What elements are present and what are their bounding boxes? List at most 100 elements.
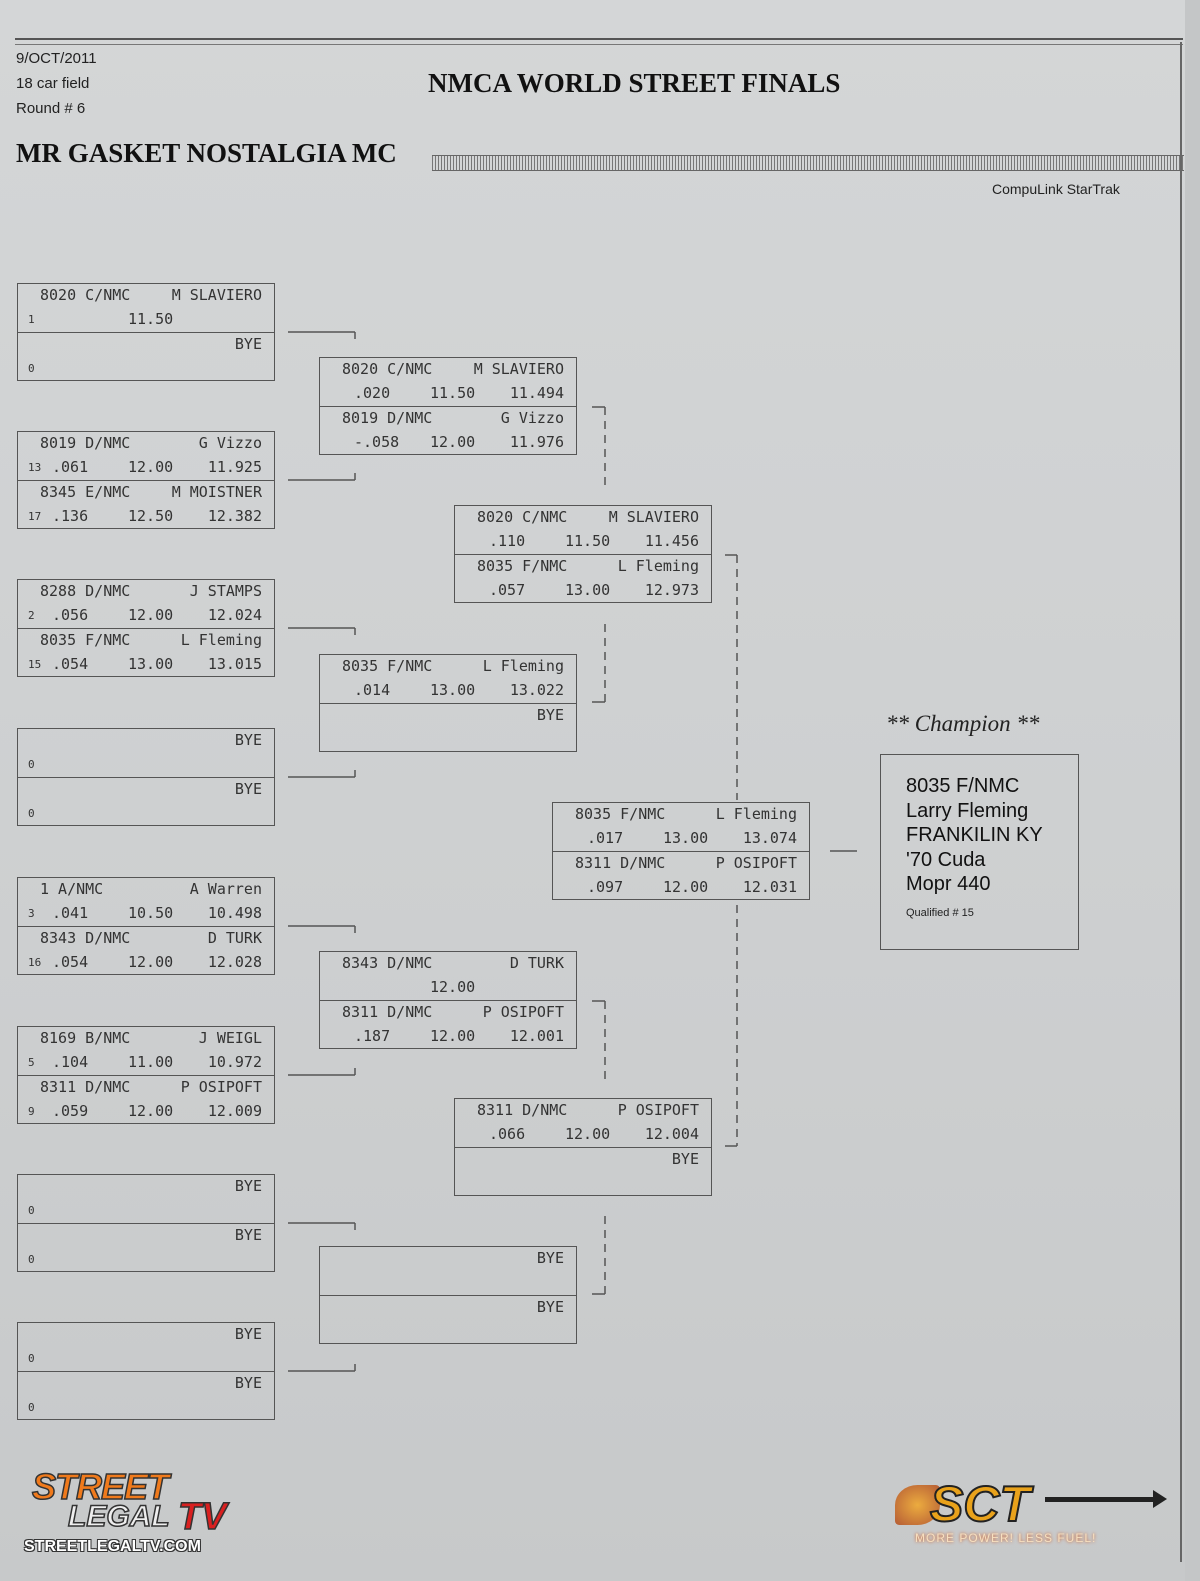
racer-et: 12.004 xyxy=(644,1125,699,1143)
logo-tv: TV xyxy=(177,1495,227,1539)
racer-rt: .041 xyxy=(52,904,89,922)
racer-car: 8343 D/NMC xyxy=(40,929,131,947)
racer-et: 12.382 xyxy=(207,507,262,525)
racer-car: 8035 F/NMC xyxy=(575,805,666,823)
right-rule xyxy=(1180,42,1182,1562)
racer-dial: 11.50 xyxy=(565,532,611,550)
racer-dial: 12.00 xyxy=(128,606,174,624)
racer-car: 1 A/NMC xyxy=(40,880,104,898)
racer-rt: .097 xyxy=(587,878,624,896)
racer-car: 8020 C/NMC xyxy=(477,508,568,526)
racer-seed: 2 xyxy=(28,609,35,622)
racer-dial: 10.50 xyxy=(128,904,174,922)
racer-et: 13.015 xyxy=(207,655,262,673)
racer-dial: 12.00 xyxy=(430,1027,476,1045)
racer-seed: 0 xyxy=(28,758,35,771)
racer-rt: .187 xyxy=(354,1027,391,1045)
champion-label: ** Champion ** xyxy=(886,711,1040,736)
event-date: 9/OCT/2011 xyxy=(16,50,97,67)
racer-rt: .017 xyxy=(587,829,624,847)
racer-car: 8345 E/NMC xyxy=(40,483,131,501)
racer-dial: 12.00 xyxy=(430,978,476,996)
racer-dial: 12.00 xyxy=(128,953,174,971)
racer-et: 12.973 xyxy=(644,581,699,599)
champion-qualified: Qualified # 15 xyxy=(906,907,974,919)
racer-rt: .054 xyxy=(52,655,89,673)
racer-driver: BYE xyxy=(234,1374,262,1392)
racer-driver: P OSIPOFT xyxy=(180,1078,262,1096)
racer-rt: .136 xyxy=(52,507,89,525)
racer-driver: J WEIGL xyxy=(198,1029,262,1047)
class-title: MR GASKET NOSTALGIA MC xyxy=(16,138,397,168)
top-rule xyxy=(15,38,1183,45)
racer-rt: .066 xyxy=(489,1125,526,1143)
racer-et: 11.925 xyxy=(207,458,262,476)
racer-rt: .110 xyxy=(489,532,526,550)
racer-dial: 12.00 xyxy=(128,458,174,476)
racer-driver: BYE xyxy=(234,1226,262,1244)
racer-rt: .014 xyxy=(354,681,391,699)
racer-car: 8035 F/NMC xyxy=(477,557,568,575)
racer-driver: BYE xyxy=(536,1298,564,1316)
racer-driver: BYE xyxy=(536,1249,564,1267)
racer-rt: .020 xyxy=(354,384,391,402)
sct-logo: SCT MORE POWER! LESS FUEL! xyxy=(895,1475,1175,1555)
racer-driver: M MOISTNER xyxy=(171,483,262,501)
match-box-r2-m4: BYE BYE xyxy=(319,1246,577,1344)
champion-name: Larry Fleming xyxy=(906,800,1029,822)
arrow-icon xyxy=(1045,1490,1167,1508)
racer-driver: M SLAVIERO xyxy=(608,508,699,526)
champion-box: 8035 F/NMC Larry Fleming FRANKILIN KY '7… xyxy=(880,754,1079,950)
racer-dial: 12.50 xyxy=(128,507,174,525)
racer-driver: L Fleming xyxy=(617,557,699,575)
racer-driver: BYE xyxy=(234,780,262,798)
racer-et: 13.074 xyxy=(742,829,797,847)
racer-slot: BYE xyxy=(320,1247,576,1295)
racer-driver: P OSIPOFT xyxy=(617,1101,699,1119)
racer-dial: 13.00 xyxy=(565,581,611,599)
racer-car: 8020 C/NMC xyxy=(342,360,433,378)
racer-driver: BYE xyxy=(536,706,564,724)
racer-rt: .056 xyxy=(52,606,89,624)
racer-driver: G Vizzo xyxy=(198,434,262,452)
racer-slot: BYE xyxy=(455,1147,711,1196)
racer-driver: BYE xyxy=(234,335,262,353)
racer-et: 11.456 xyxy=(644,532,699,550)
racer-et: 12.028 xyxy=(207,953,262,971)
racer-car: 8343 D/NMC xyxy=(342,954,433,972)
racer-et: 11.494 xyxy=(509,384,564,402)
racer-slot: BYE 0 xyxy=(18,332,274,381)
title-hatch-divider xyxy=(432,155,1184,171)
racer-seed: 0 xyxy=(28,362,35,375)
champion-engine: Mopr 440 xyxy=(906,873,991,895)
racer-et: 12.001 xyxy=(509,1027,564,1045)
racer-rt: .054 xyxy=(52,953,89,971)
racer-rt: -.058 xyxy=(354,433,400,451)
racer-dial: 12.00 xyxy=(430,433,476,451)
racer-et: 12.024 xyxy=(207,606,262,624)
racer-seed: 9 xyxy=(28,1105,35,1118)
flame-icon xyxy=(895,1485,940,1525)
racer-dial: 13.00 xyxy=(128,655,174,673)
racer-seed: 0 xyxy=(28,1253,35,1266)
logo-sct: SCT xyxy=(929,1475,1031,1533)
racer-dial: 11.00 xyxy=(128,1053,174,1071)
racer-seed: 16 xyxy=(28,956,42,969)
